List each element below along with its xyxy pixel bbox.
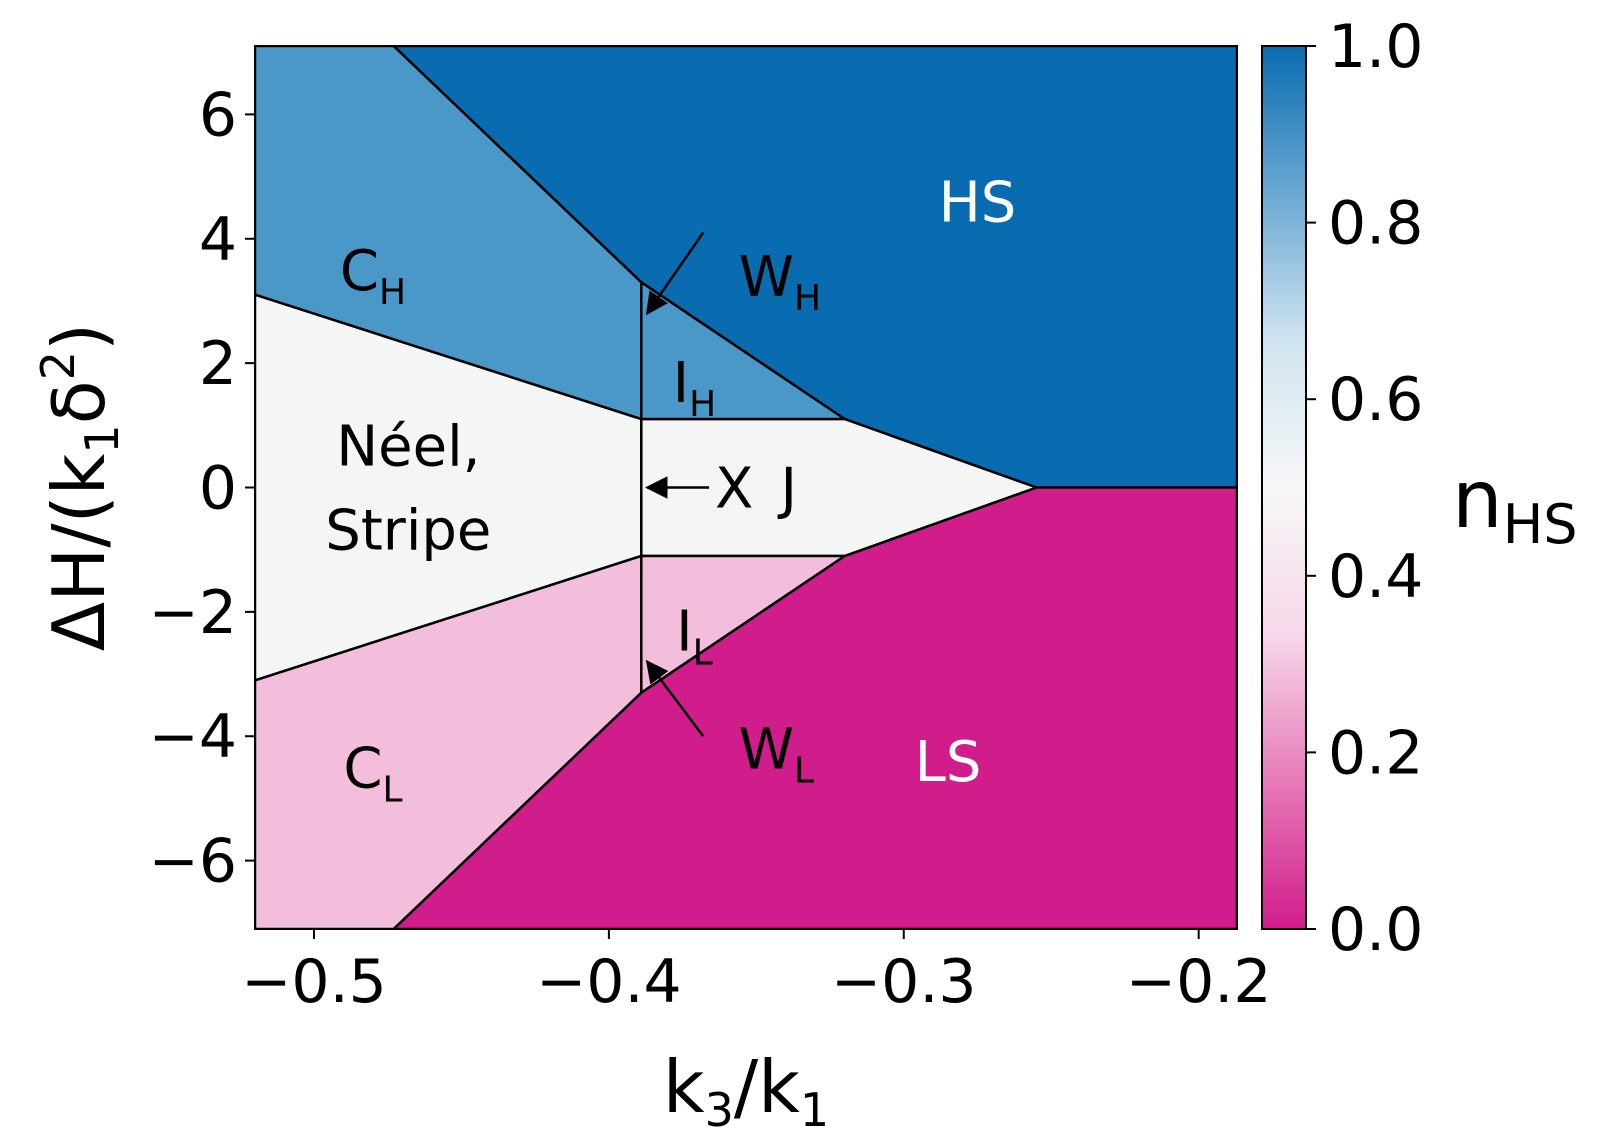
y-tick-label: −4: [149, 702, 237, 772]
region-label-IH: IH: [673, 351, 717, 425]
y-tick-label: 6: [199, 80, 237, 150]
colorbar-tick-label: 0.8: [1328, 189, 1423, 259]
region-label-CH: CH: [340, 239, 406, 313]
y-tick-label: 4: [199, 205, 237, 275]
region-label-Neel: Néel,: [336, 415, 480, 480]
y-tick-label: 2: [199, 329, 237, 399]
x-tick-label: −0.4: [536, 947, 682, 1017]
phase-regions: [255, 46, 1237, 929]
x-axis-ticks: −0.5 −0.4 −0.3 −0.2: [241, 929, 1272, 1017]
x-tick-label: −0.5: [241, 947, 387, 1017]
region-label-CL: CL: [343, 736, 402, 810]
y-axis-label: ΔH/(k1δ2): [31, 323, 129, 651]
y-axis-ticks: −6 −4 −2 0 2 4 6: [149, 80, 255, 897]
colorbar-tick-label: 0.0: [1328, 895, 1423, 965]
x-axis-label: k3/k1: [663, 1045, 829, 1134]
colorbar-label: nHS: [1452, 453, 1578, 556]
region-J: [640, 417, 1038, 558]
y-tick-label: −2: [149, 578, 237, 648]
region-label-IL: IL: [676, 600, 713, 674]
colorbar-tick-label: 0.4: [1328, 542, 1423, 612]
annotations: WH WL X: [644, 231, 821, 792]
region-label-HS: HS: [939, 170, 1017, 235]
y-tick-label: −6: [149, 827, 237, 897]
colorbar-ticks: 0.0 0.2 0.4 0.6 0.8 1.0: [1306, 12, 1423, 965]
region-label-LS: LS: [915, 730, 982, 795]
annotation-arrow-WL: [645, 659, 705, 737]
colorbar-tick-label: 1.0: [1328, 12, 1423, 82]
region-label-Neel-line2: Stripe: [325, 499, 491, 564]
y-tick-label: 0: [199, 454, 237, 524]
x-tick-label: −0.3: [831, 947, 977, 1017]
annotation-label-WH: WH: [739, 245, 821, 319]
annotation-arrow-WH: [645, 231, 705, 316]
colorbar-tick-label: 0.2: [1328, 718, 1423, 788]
colorbar: [1261, 45, 1307, 930]
colorbar-tick-label: 0.6: [1328, 365, 1423, 435]
region-labels: HS LS CH CL Néel, Stripe IH IL J: [325, 170, 1016, 810]
region-label-J: J: [778, 457, 798, 522]
annotation-label-WL: WL: [739, 718, 814, 792]
x-tick-label: −0.2: [1126, 947, 1272, 1017]
annotation-label-X: X: [715, 457, 753, 522]
